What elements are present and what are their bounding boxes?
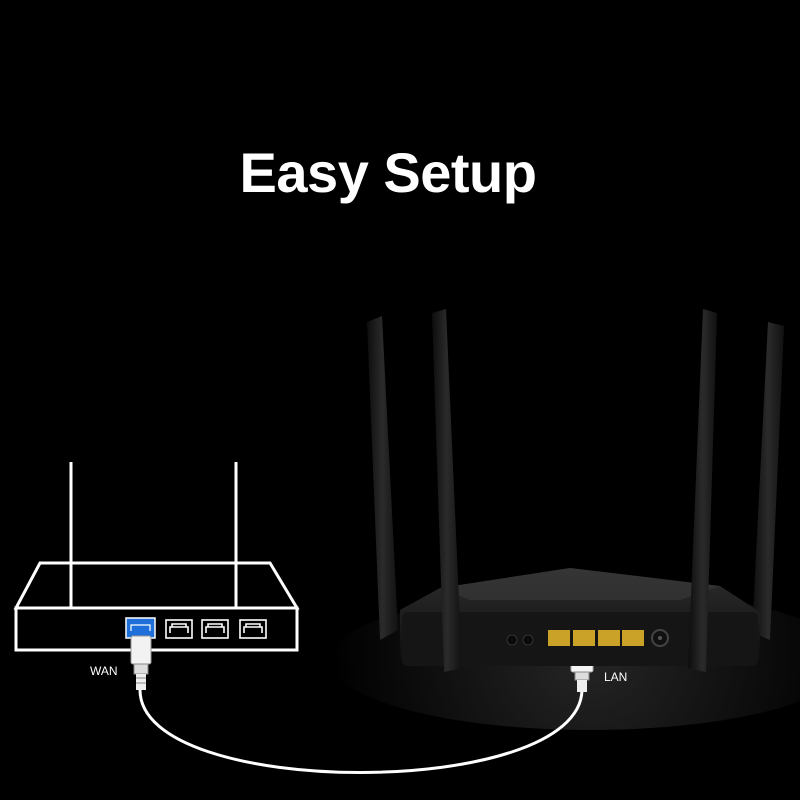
wan-label: WAN [90, 664, 118, 678]
lan-label: LAN [604, 670, 628, 684]
wan-port-icon [125, 617, 156, 639]
lan-port-icons [165, 619, 267, 639]
router-photo [367, 309, 784, 672]
router-line-drawing [13, 462, 300, 652]
router-lan-ports [548, 630, 644, 646]
headline: Easy Setup [239, 141, 537, 204]
